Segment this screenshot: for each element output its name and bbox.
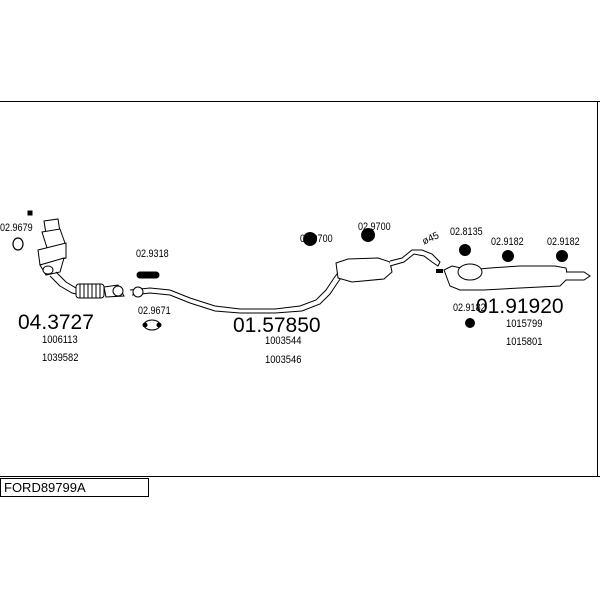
assembly-part-number: 04.3727 [18, 311, 94, 334]
assembly-ref: 1015801 [506, 336, 543, 348]
label-hanger-rear-2: 02.9182 [547, 236, 580, 248]
mid-hanger-icon [303, 228, 376, 246]
diagram-frame [0, 101, 600, 477]
diagram-code-box: FORD89799A [0, 478, 149, 497]
assembly-ref: 1006113 [42, 334, 78, 346]
label-clamp-rear: 02.8135 [450, 226, 483, 238]
front-hanger-icon [136, 271, 160, 279]
assembly-ref: 1015799 [506, 318, 543, 330]
label-hanger-rear-3: 02.9182 [453, 302, 486, 314]
label-hanger-mid-2: 02.9700 [358, 221, 391, 233]
assembly-ref: 1039582 [42, 352, 79, 364]
front-gasket-icon [142, 319, 162, 331]
rear-muffler-drawing [443, 263, 591, 291]
assembly-part-number: 01.57850 [233, 314, 321, 337]
catalytic-converter-drawing [27, 210, 125, 299]
assembly-ref: 1003544 [265, 335, 302, 347]
label-hanger-front: 02.9318 [136, 248, 169, 260]
assembly-01-91920: 01.91920 1015799 1015801 [476, 295, 564, 348]
diagram-code: FORD89799A [4, 480, 86, 495]
assembly-part-number: 01.91920 [476, 295, 564, 318]
middle-pipe-drawing [129, 249, 441, 314]
rear-hanger-icons [436, 244, 568, 328]
assembly-01-57850: 01.57850 1003544 1003546 [233, 314, 321, 366]
diagram-frame-right-edge [597, 101, 598, 477]
assembly-04-3727: 04.3727 1006113 1039582 [18, 311, 94, 364]
assembly-ref: 1003546 [265, 354, 302, 366]
label-hanger-rear-1: 02.9182 [491, 236, 524, 248]
label-gasket-front: 02.9671 [138, 305, 171, 317]
label-hanger-mid-1: 02.9700 [300, 233, 333, 245]
gasket-ring-icon [12, 237, 24, 251]
label-clamp-left: 02.9679 [0, 222, 33, 234]
